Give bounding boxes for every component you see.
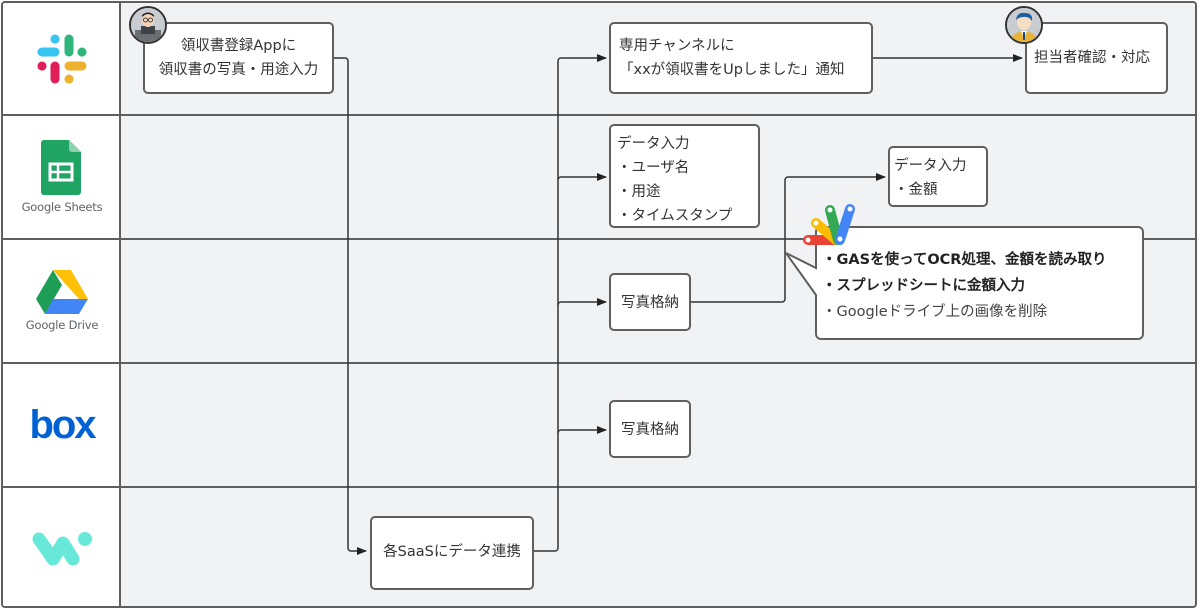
node-drive-store[interactable]: 写真格納 — [609, 273, 691, 331]
node-text: 写真格納 — [621, 422, 679, 438]
node-amount-input[interactable]: データ入力 ・金額 — [888, 146, 988, 207]
node-text: 「xxが領収書をUpしました」通知 — [619, 62, 845, 78]
user-avatar — [129, 6, 167, 44]
slack-icon — [37, 34, 87, 84]
google-drive-caption: Google Drive — [25, 318, 99, 332]
node-text: 各SaaSにデータ連携 — [383, 544, 521, 560]
node-receipt-app[interactable]: 領収書登録Appに 領収書の写真・用途入力 — [143, 22, 334, 94]
node-text: データ入力 — [617, 136, 690, 152]
lane-google-sheets: Google Sheets — [3, 116, 121, 238]
node-text: データ入力 — [894, 158, 967, 174]
lane-slack — [3, 3, 121, 114]
connector-to-sheet — [557, 173, 607, 181]
connector-to-drive — [557, 298, 607, 306]
node-text: 担当者確認・対応 — [1034, 50, 1150, 66]
node-saas-link[interactable]: 各SaaSにデータ連携 — [370, 516, 534, 590]
connector-drive-to-amount — [690, 173, 886, 303]
lane-divider — [3, 362, 1195, 364]
node-text: 写真格納 — [621, 295, 679, 311]
google-drive-icon — [36, 270, 88, 314]
connector-app-to-saas — [333, 57, 367, 555]
callout-line: ・Googleドライブ上の画像を削除 — [822, 304, 1048, 320]
node-text: ・ユーザ名 — [617, 160, 690, 176]
node-text: 専用チャンネルに — [619, 38, 735, 54]
box-icon: box — [29, 402, 96, 447]
node-text: ・用途 — [617, 184, 661, 200]
owner-avatar — [1005, 6, 1043, 44]
callout-line: ・スプレッドシートに金額入力 — [822, 278, 1025, 294]
node-text: ・金額 — [894, 182, 938, 198]
google-sheets-icon — [41, 140, 81, 195]
workato-icon — [32, 532, 92, 566]
node-owner[interactable]: 担当者確認・対応 — [1025, 22, 1168, 94]
node-box-store[interactable]: 写真格納 — [609, 400, 691, 458]
lane-divider — [3, 114, 1195, 116]
node-text: ・タイムスタンプ — [617, 208, 733, 224]
connector-to-box — [557, 426, 607, 434]
lane-divider — [3, 238, 1195, 240]
callout-line: ・GASを使ってOCR処理、金額を読み取り — [822, 252, 1107, 268]
lane-google-drive: Google Drive — [3, 240, 121, 362]
google-sheets-caption: Google Sheets — [21, 200, 103, 214]
lane-workato — [3, 488, 121, 606]
node-text: 領収書登録Appに — [180, 38, 297, 54]
callout-text: ・GASを使ってOCR処理、金額を読み取り ・スプレッドシートに金額入力 ・Go… — [822, 247, 1106, 325]
node-notify[interactable]: 専用チャンネルに 「xxが領収書をUpしました」通知 — [609, 22, 873, 94]
node-text: 領収書の写真・用途入力 — [158, 62, 319, 78]
lane-divider — [3, 486, 1195, 488]
lane-box: box — [3, 364, 121, 486]
apps-script-icon — [803, 204, 855, 245]
node-sheet-input[interactable]: データ入力 ・ユーザ名 ・用途 ・タイムスタンプ — [609, 124, 760, 228]
